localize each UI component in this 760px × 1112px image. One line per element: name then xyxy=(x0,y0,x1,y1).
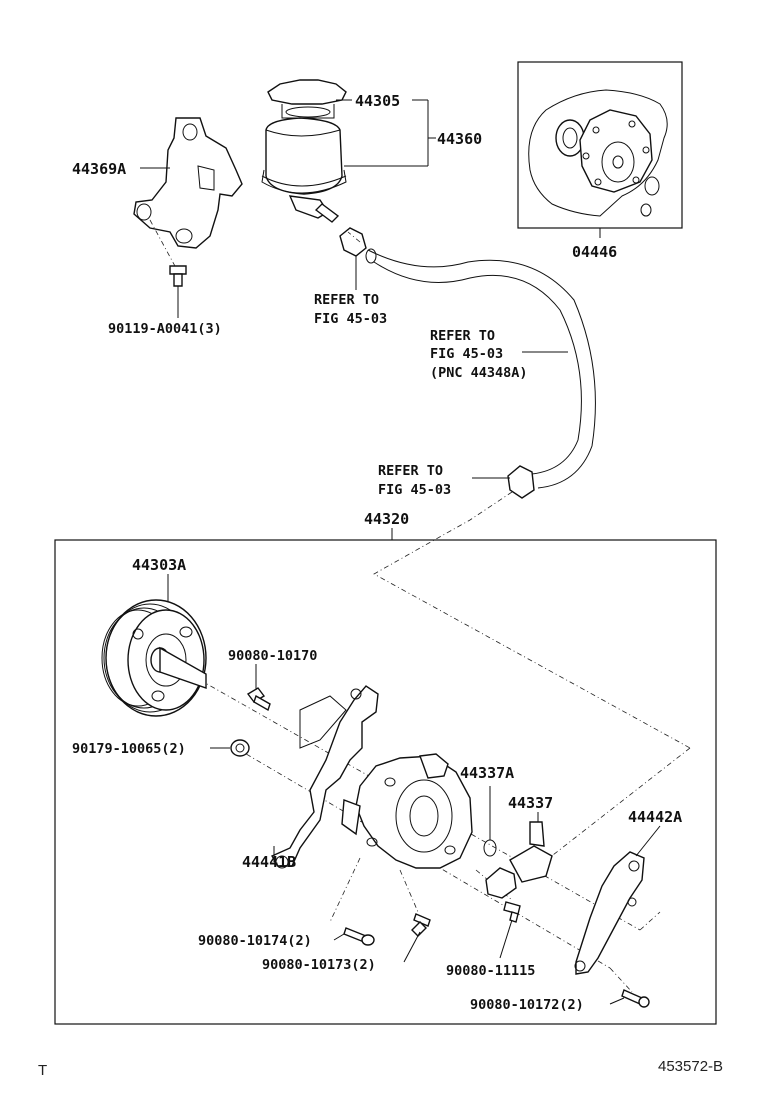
reservoir-illustration xyxy=(261,79,367,257)
bracket-bolt-axis xyxy=(149,219,177,269)
label-refer-2-line2: FIG 45-03 xyxy=(430,346,503,362)
leader-bolt-10172 xyxy=(609,997,625,1005)
bracket-illustration xyxy=(133,117,243,287)
label-reservoir: 44360 xyxy=(437,130,482,148)
label-bolt-11115: 90080-11115 xyxy=(446,963,535,979)
leader-bolt-10173 xyxy=(403,931,421,963)
label-oring: 44337A xyxy=(460,764,514,782)
label-refer-3-line2: FIG 45-03 xyxy=(378,482,451,498)
label-reservoir-cap: 44305 xyxy=(355,92,400,110)
label-bolt-10172: 90080-10172(2) xyxy=(470,997,584,1013)
label-refer-2-line1: REFER TO xyxy=(430,328,495,344)
label-refer-1-line1: REFER TO xyxy=(314,292,379,308)
leader-stay xyxy=(635,825,661,857)
pump-assy-box xyxy=(54,539,717,1025)
label-refer-1-line2: FIG 45-03 xyxy=(314,311,387,327)
label-bolt-10174: 90080-10174(2) xyxy=(198,933,312,949)
hose-illustration xyxy=(365,248,596,499)
label-bracket: 44369A xyxy=(72,160,126,178)
bolt-10170-illustration xyxy=(246,687,271,712)
pulley-illustration xyxy=(101,599,207,717)
union-illustration xyxy=(485,821,553,899)
bracket-b-illustration xyxy=(270,685,379,869)
corner-mark: T xyxy=(38,1062,47,1079)
label-stay: 44442A xyxy=(628,808,682,826)
leader-bolt-11115 xyxy=(499,919,513,959)
bolt-10172-illustration xyxy=(621,989,650,1008)
leaders-reservoir xyxy=(336,99,436,167)
bolt-10173-illustration xyxy=(411,913,431,937)
label-bracket-b: 44441B xyxy=(242,853,296,871)
pump-body-illustration xyxy=(341,753,473,869)
gasket-kit-illustration xyxy=(528,89,668,217)
label-refer-2-line3: (PNC 44348A) xyxy=(430,365,528,381)
bolt-11115-illustration xyxy=(503,901,521,923)
oring-illustration xyxy=(483,839,497,857)
label-bolt-10173: 90080-10173(2) xyxy=(262,957,376,973)
label-nut-10065: 90179-10065(2) xyxy=(72,741,186,757)
label-refer-3-line1: REFER TO xyxy=(378,463,443,479)
label-pulley: 44303A xyxy=(132,556,186,574)
stay-illustration xyxy=(574,851,645,975)
label-bracket-bolt: 90119-A0041(3) xyxy=(108,321,222,337)
bolt-10174-illustration xyxy=(343,927,375,946)
label-pump-assy: 44320 xyxy=(364,510,409,528)
label-union: 44337 xyxy=(508,794,553,812)
hose-axis xyxy=(347,231,361,243)
label-gasket-kit: 04446 xyxy=(572,243,617,261)
nut-10065-illustration xyxy=(230,739,250,757)
illustration-id: 453572-B xyxy=(658,1058,723,1075)
label-bolt-10170: 90080-10170 xyxy=(228,648,317,664)
leader-bolt-10174 xyxy=(333,933,345,941)
